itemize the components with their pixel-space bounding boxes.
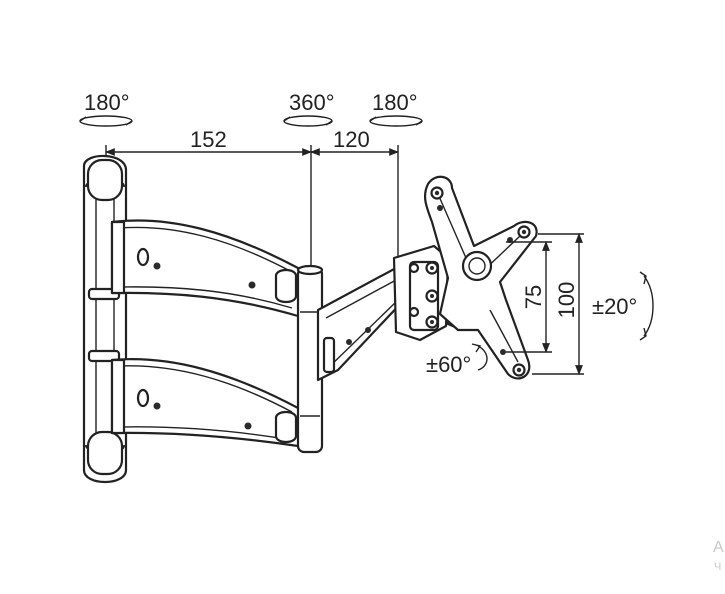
first-arm-length: 152 [190,127,227,152]
vesa-plate [423,175,538,380]
rotation-indicator-right: 180° [369,90,423,127]
swivel-label: ±60° [426,352,471,377]
tilt-label: ±20° [592,294,637,319]
elbow-pivot [296,264,324,454]
dimension-vesa-75: 75 [506,241,552,353]
dimension-second-arm: 120 [310,127,399,270]
second-arm [316,266,406,382]
swivel-indicator: ±60° [426,343,488,377]
vesa-75-label: 75 [521,285,546,309]
rotation-indicator-middle: 360° [283,90,335,127]
watermark-line2: Ч [714,561,721,573]
dimension-vesa-100: 100 [532,233,584,375]
upper-arm [110,219,312,318]
dimension-first-arm: 152 [105,127,312,158]
lower-arm [110,358,312,448]
rotation-middle-label: 360° [289,90,335,115]
watermark: A Ч [713,539,724,573]
watermark-line1: A [713,539,724,556]
rotation-right-label: 180° [372,90,418,115]
rotation-left-label: 180° [84,90,130,115]
tilt-indicator: ±20° [592,271,654,341]
rotation-indicator-left: 180° [79,90,133,127]
vesa-100-label: 100 [554,282,579,319]
second-arm-length: 120 [333,127,370,152]
